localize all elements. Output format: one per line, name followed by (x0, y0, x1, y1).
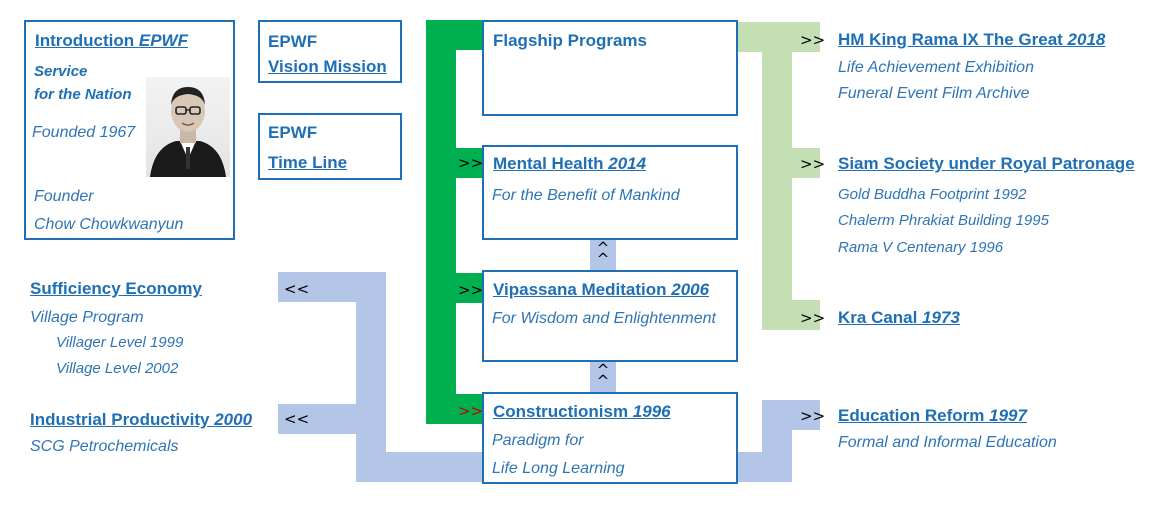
sufficiency-subitem-2: Village Level 2002 (56, 360, 179, 377)
vipassana-desc: For Wisdom and Enlightenment (492, 310, 716, 327)
timeline-line1: EPWF (268, 123, 318, 142)
education-arrow: >> (800, 407, 826, 425)
constructionism-box: Constructionism 1996 Paradigm for Life L… (482, 392, 738, 484)
flagship-title: Flagship Programs (493, 31, 647, 50)
sufficiency-item: Village Program (30, 309, 144, 326)
intro-founded: Founded 1967 (32, 124, 136, 141)
intro-box: Introduction EPWF Service for the Nation… (24, 20, 235, 240)
siam-item-1: Gold Buddha Footprint 1992 (838, 186, 1027, 203)
industrial-arrow: << (284, 410, 310, 428)
king-item-1: Life Achievement Exhibition (838, 59, 1034, 76)
education-reform-link[interactable]: Education Reform 1997 (838, 406, 1027, 425)
siam-item-2: Chalerm Phrakiat Building 1995 (838, 212, 1049, 229)
timeline-link[interactable]: Time Line (268, 153, 348, 172)
vision-mission-link[interactable]: Vision Mission (268, 57, 387, 76)
lower-caret-connector (590, 360, 616, 394)
mental-health-connector (426, 148, 486, 178)
vipassana-connector (426, 273, 486, 303)
vision-box: EPWF Vision Mission (258, 20, 402, 83)
king-rama-link[interactable]: HM King Rama IX The Great 2018 (838, 30, 1106, 49)
constructionism-desc-2: Life Long Learning (492, 460, 625, 477)
siam-arrow: >> (800, 155, 826, 173)
mental-health-desc: For the Benefit of Mankind (492, 187, 680, 204)
flagship-connector-top (426, 20, 486, 50)
sufficiency-subitem-1: Villager Level 1999 (56, 334, 184, 351)
sufficiency-economy-link[interactable]: Sufficiency Economy (30, 279, 202, 298)
mental-health-link[interactable]: Mental Health 2014 (493, 154, 647, 173)
flagship-box: Flagship Programs (482, 20, 738, 116)
constructionism-link[interactable]: Constructionism 1996 (493, 402, 671, 421)
king-arrow: >> (800, 31, 826, 49)
siam-connector (762, 148, 820, 178)
intro-service: Service for the Nation (34, 63, 132, 103)
industrial-item: SCG Petrochemicals (30, 438, 179, 455)
constructionism-desc-1: Paradigm for (492, 432, 584, 449)
kra-canal-link[interactable]: Kra Canal 1973 (838, 308, 960, 327)
lower-caret: ^^ (596, 361, 610, 390)
intro-title-link[interactable]: Introduction EPWF (35, 31, 188, 50)
upper-caret-connector (590, 238, 616, 272)
upper-caret: ^^ (596, 239, 610, 268)
constructionism-arrow: >> (458, 402, 484, 420)
sufficiency-arrow: << (284, 280, 310, 298)
vipassana-arrow: >> (458, 281, 484, 299)
timeline-box: EPWF Time Line (258, 113, 402, 180)
founder-portrait (146, 77, 230, 177)
founder-name: Chow Chowkwanyun (34, 216, 184, 233)
founder-label: Founder (34, 188, 94, 205)
education-connector-horizontal (762, 400, 820, 430)
sufficiency-connector-vertical (356, 272, 386, 482)
mental-health-box: Mental Health 2014 For the Benefit of Ma… (482, 145, 738, 240)
education-item-1: Formal and Informal Education (838, 434, 1057, 451)
kra-arrow: >> (800, 309, 826, 327)
vision-line1: EPWF (268, 32, 318, 51)
industrial-connector (278, 404, 386, 434)
siam-item-3: Rama V Centenary 1996 (838, 239, 1004, 256)
king-item-2: Funeral Event Film Archive (838, 85, 1030, 102)
constructionism-connector (426, 394, 486, 424)
kra-connector (762, 300, 820, 330)
industrial-productivity-link[interactable]: Industrial Productivity 2000 (30, 410, 253, 429)
vipassana-link[interactable]: Vipassana Meditation 2006 (493, 280, 710, 299)
siam-society-link[interactable]: Siam Society under Royal Patronage (838, 154, 1135, 173)
vipassana-box: Vipassana Meditation 2006 For Wisdom and… (482, 270, 738, 362)
flagship-connector-vertical (426, 20, 456, 424)
mental-health-arrow: >> (458, 154, 484, 172)
